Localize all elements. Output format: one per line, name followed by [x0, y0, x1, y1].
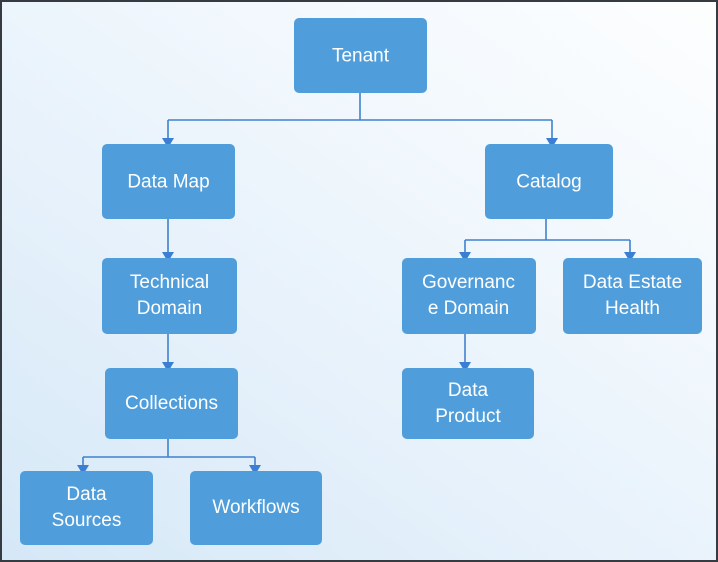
node-data-product-box[interactable]: [402, 368, 534, 439]
node-data-estate-health[interactable]: Data Estate Health: [563, 258, 702, 334]
edge-collections-to-children: [82, 439, 256, 465]
node-catalog-box[interactable]: [485, 144, 613, 219]
arrow-head-data-estate-health: [624, 252, 636, 262]
edge-catalog-to-children: [464, 216, 631, 252]
node-collections-label: Collections: [125, 393, 218, 414]
node-technical-domain[interactable]: Technical Domain: [102, 258, 237, 334]
node-catalog[interactable]: Catalog: [485, 144, 613, 219]
arrow-head-technical-domain: [162, 252, 174, 262]
node-collections[interactable]: Collections: [105, 368, 238, 439]
node-collections-box[interactable]: [105, 368, 238, 439]
connector-layer: [77, 93, 636, 475]
node-data-estate-health-label-line1: Data Estate: [583, 272, 682, 293]
node-data-product-label-line1: Data: [448, 380, 489, 401]
node-data-map-label: Data Map: [127, 172, 209, 193]
node-tenant-label: Tenant: [332, 46, 390, 67]
node-governance-domain-label-line2: e Domain: [428, 298, 509, 319]
node-data-sources-box[interactable]: [20, 471, 153, 545]
arrow-head-data-map: [162, 138, 174, 148]
node-data-sources-label-line2: Sources: [52, 510, 122, 531]
node-data-product-label-line2: Product: [435, 406, 501, 427]
arrow-head-data-sources: [77, 465, 89, 475]
node-data-product[interactable]: Data Product: [402, 368, 534, 439]
node-data-estate-health-box[interactable]: [563, 258, 702, 334]
node-data-map-box[interactable]: [102, 144, 235, 219]
node-data-sources[interactable]: Data Sources: [20, 471, 153, 545]
node-workflows-box[interactable]: [190, 471, 322, 545]
edge-tenant-to-children: [167, 93, 553, 138]
node-data-map[interactable]: Data Map: [102, 144, 235, 219]
node-catalog-label: Catalog: [516, 172, 582, 193]
arrow-head-collections: [162, 362, 174, 372]
node-data-sources-label-line1: Data: [66, 484, 107, 505]
node-tenant[interactable]: Tenant: [294, 18, 427, 93]
node-workflows[interactable]: Workflows: [190, 471, 322, 545]
node-technical-domain-box[interactable]: [102, 258, 237, 334]
node-technical-domain-label-line2: Domain: [137, 298, 202, 319]
node-tenant-box[interactable]: [294, 18, 427, 93]
arrow-head-governance-domain: [459, 252, 471, 262]
node-technical-domain-label-line1: Technical: [130, 272, 209, 293]
node-workflows-label: Workflows: [212, 497, 299, 518]
arrow-head-workflows: [249, 465, 261, 475]
arrow-head-catalog: [546, 138, 558, 148]
node-governance-domain[interactable]: Governanc e Domain: [402, 258, 536, 334]
arrow-head-data-product: [459, 362, 471, 372]
node-data-estate-health-label-line2: Health: [605, 298, 660, 319]
node-governance-domain-label-line1: Governanc: [422, 272, 515, 293]
node-governance-domain-box[interactable]: [402, 258, 536, 334]
